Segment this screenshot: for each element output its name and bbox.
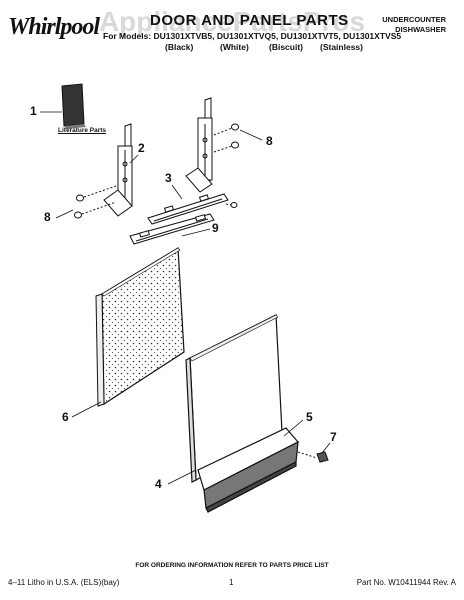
literature-parts-booklet xyxy=(61,83,86,129)
screws-lower xyxy=(74,185,117,219)
page-number: 1 xyxy=(229,578,234,587)
leader-4 xyxy=(167,469,197,485)
callout-5: 5 xyxy=(306,410,313,424)
model-list: For Models: DU1301XTVB5, DU1301XTVQ5, DU… xyxy=(103,31,402,41)
callout-8-upper: 8 xyxy=(266,134,273,148)
finish-biscuit: (Biscuit) xyxy=(269,42,303,52)
door-panel xyxy=(95,246,185,407)
watermark-text: AppliancePartsPros xyxy=(98,6,366,37)
finish-white: (White) xyxy=(220,42,249,52)
callout-8-lower: 8 xyxy=(44,210,51,224)
category-line-1: UNDERCOUNTER xyxy=(382,15,446,24)
product-category: UNDERCOUNTER DISHWASHER xyxy=(382,15,446,35)
literature-parts-label: Literature Parts xyxy=(58,127,107,134)
finish-black: (Black) xyxy=(165,42,194,52)
leader-5 xyxy=(283,419,304,437)
leader-8-upper xyxy=(239,129,263,141)
ordering-note: FOR ORDERING INFORMATION REFER TO PARTS … xyxy=(135,562,329,569)
leader-8-lower xyxy=(55,209,74,219)
leader-3 xyxy=(171,184,183,200)
leader-7 xyxy=(321,442,331,454)
lower-channel-rail xyxy=(129,213,215,245)
category-line-2: DISHWASHER xyxy=(395,25,446,34)
leader-9 xyxy=(181,228,211,237)
bottom-screw xyxy=(297,451,329,463)
left-mounting-bracket xyxy=(103,123,133,217)
callout-9: 9 xyxy=(212,221,219,235)
bottom-trim-panel xyxy=(197,427,299,513)
leader-6 xyxy=(71,401,102,418)
leader-2 xyxy=(129,154,139,164)
callout-4: 4 xyxy=(155,477,162,491)
callout-2: 2 xyxy=(138,141,145,155)
callout-1: 1 xyxy=(30,104,37,118)
part-number: Part No. W10411944 Rev. A xyxy=(356,578,456,587)
finish-stainless: (Stainless) xyxy=(320,42,363,52)
screws-upper xyxy=(213,123,239,153)
upper-channel-rail xyxy=(147,193,238,225)
brand-logo: Whirlpool xyxy=(8,14,100,40)
callout-6: 6 xyxy=(62,410,69,424)
litho-info: 4–11 Litho in U.S.A. (ELS)(bay) xyxy=(8,578,120,587)
callout-7: 7 xyxy=(330,430,337,444)
page-title: DOOR AND PANEL PARTS xyxy=(150,12,349,29)
right-mounting-bracket xyxy=(185,97,213,193)
callout-3: 3 xyxy=(165,171,172,185)
outer-door xyxy=(185,314,283,483)
